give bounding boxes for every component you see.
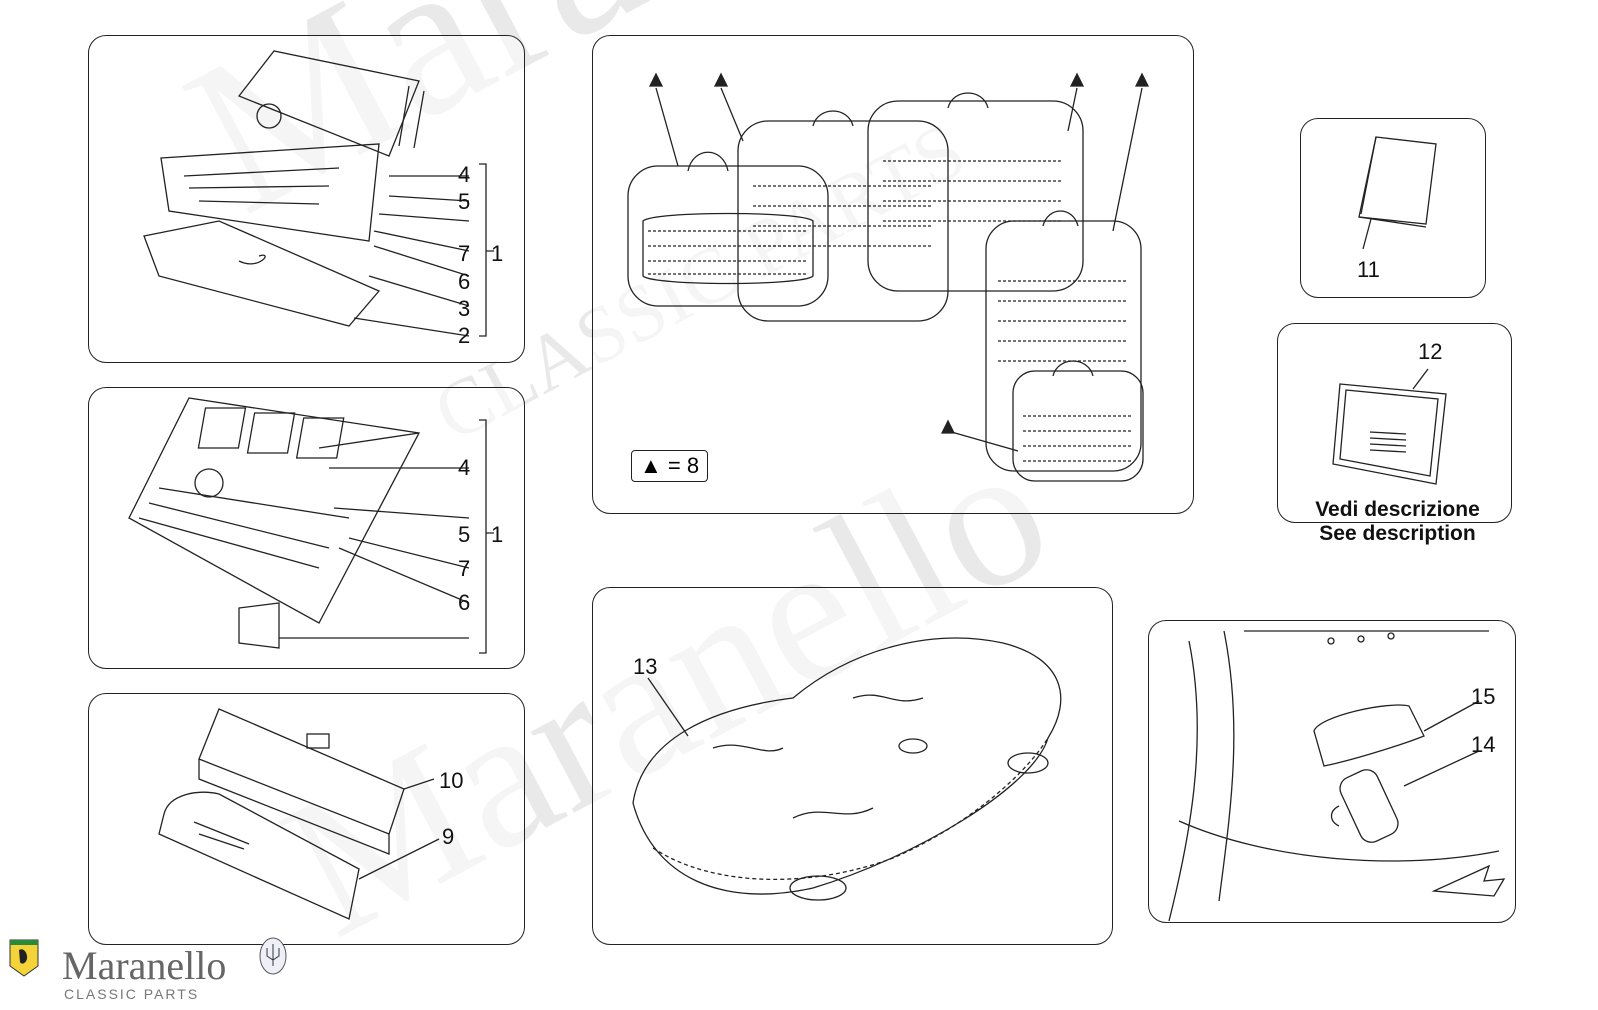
panel-trunk-extinguisher: 15 14 xyxy=(1148,620,1516,923)
legend-key: ▲ = 8 xyxy=(631,450,709,482)
callout-12: 12 xyxy=(1418,339,1443,364)
toolkit-case-illustration xyxy=(143,50,494,337)
bags-illustration xyxy=(158,708,440,920)
callout-15: 15 xyxy=(1471,684,1496,709)
callout-11: 11 xyxy=(1357,257,1380,282)
callout-6: 6 xyxy=(458,590,471,615)
callout-1: 1 xyxy=(491,241,504,266)
callout-6: 6 xyxy=(458,269,471,294)
tool-tray-illustration xyxy=(128,397,494,654)
triangle-icon: ▲ xyxy=(640,453,662,478)
description-line-en: See description xyxy=(1319,522,1476,545)
panel-certificate: 12 xyxy=(1277,323,1512,523)
ferrari-shield-icon xyxy=(9,939,39,977)
callout-14: 14 xyxy=(1471,732,1496,757)
panel-manual: 11 xyxy=(1300,118,1486,298)
callout-4: 4 xyxy=(458,455,471,480)
callout-5: 5 xyxy=(458,189,471,214)
callout-7: 7 xyxy=(458,556,471,581)
callout-9: 9 xyxy=(442,824,455,849)
manual-illustration xyxy=(1358,136,1437,250)
callout-10: 10 xyxy=(439,768,464,793)
trunk-extinguisher-illustration xyxy=(1168,630,1506,922)
car-cover-illustration xyxy=(632,637,1062,901)
panel-tool-tray: 4 5 7 6 1 xyxy=(88,387,525,669)
luggage-set-illustration xyxy=(627,72,1150,482)
description-note: Vedi descrizione See description xyxy=(1290,498,1505,546)
callout-3: 3 xyxy=(458,296,471,321)
callout-7: 7 xyxy=(458,241,471,266)
panel-bags: 10 9 xyxy=(88,693,525,945)
description-line-it: Vedi descrizione xyxy=(1315,498,1480,521)
callout-13: 13 xyxy=(633,654,658,679)
brand-subtitle: CLASSIC PARTS xyxy=(64,986,200,1002)
panel-luggage-set: ▲ = 8 xyxy=(592,35,1194,514)
callout-4: 4 xyxy=(458,162,471,187)
maserati-badge-icon xyxy=(259,937,287,975)
callout-5: 5 xyxy=(458,522,471,547)
panel-toolkit-case: 4 5 7 6 3 2 1 xyxy=(88,35,525,363)
panel-car-cover: 13 xyxy=(592,587,1113,945)
callout-2: 2 xyxy=(458,323,471,348)
brand-name: Maranello xyxy=(62,943,227,988)
callout-1: 1 xyxy=(491,522,504,547)
legend-key-text: = 8 xyxy=(667,453,700,478)
certificate-illustration xyxy=(1332,368,1447,485)
